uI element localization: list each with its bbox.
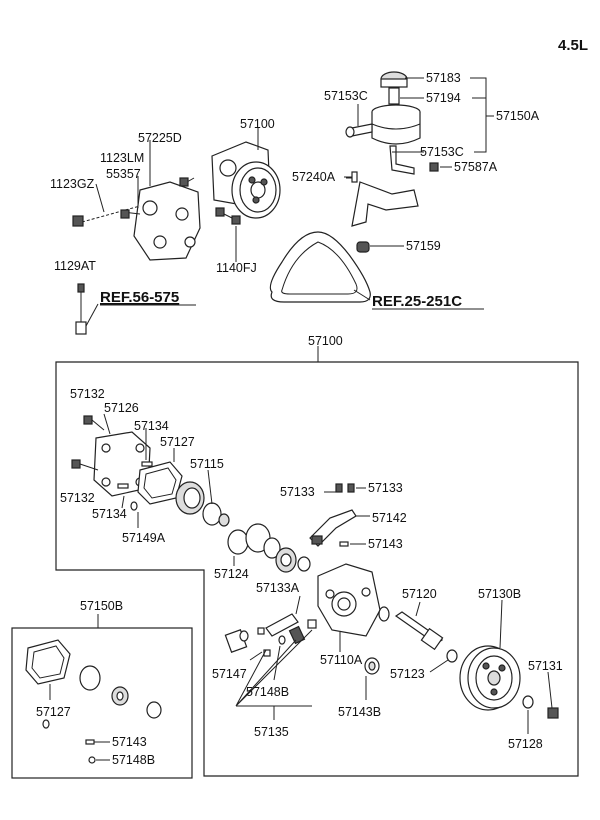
spacer[interactable] xyxy=(297,556,311,572)
label-57126[interactable]: 57126 xyxy=(104,401,139,415)
oring-57148b[interactable] xyxy=(278,635,286,645)
bolt-55357[interactable] xyxy=(120,209,141,219)
nut-57131[interactable] xyxy=(547,707,559,719)
reservoir-band xyxy=(371,123,421,130)
stud-1129at[interactable] xyxy=(75,283,87,335)
pump-body-57110a[interactable] xyxy=(317,563,381,637)
pump-bracket-57225d[interactable] xyxy=(133,181,201,261)
label-1129at[interactable]: 1129AT xyxy=(54,259,96,273)
label-57133-right[interactable]: 57133 xyxy=(368,481,403,495)
washer-57128[interactable] xyxy=(522,695,534,709)
ref-link-25-251c[interactable]: REF.25-251C xyxy=(372,293,462,310)
label-57143[interactable]: 57143 xyxy=(368,537,403,551)
grommet-57159[interactable] xyxy=(356,241,370,253)
bolt-57132-top[interactable] xyxy=(83,415,105,431)
label-57153c-bottom[interactable]: 57153C xyxy=(420,145,464,159)
spring-57135[interactable] xyxy=(288,625,306,645)
shaft-57120[interactable] xyxy=(394,611,444,651)
reservoir-filter-stem xyxy=(388,87,400,105)
oring-57149a[interactable] xyxy=(130,501,138,511)
kit-oring-large[interactable] xyxy=(79,665,101,691)
kit-seal[interactable] xyxy=(146,701,162,719)
label-kit-57148b[interactable]: 57148B xyxy=(112,753,155,767)
seal-57120[interactable] xyxy=(378,606,390,622)
label-57150b[interactable]: 57150B xyxy=(80,599,123,613)
oring-small[interactable] xyxy=(257,627,265,635)
connector-57147[interactable] xyxy=(224,629,249,653)
clamp-57587a[interactable] xyxy=(429,162,439,172)
label-57159[interactable]: 57159 xyxy=(406,239,441,253)
oring[interactable] xyxy=(263,537,281,559)
valve-57133a[interactable] xyxy=(265,613,299,637)
rotor-vanes-57115[interactable] xyxy=(202,502,249,555)
label-57150a[interactable]: 57150A xyxy=(496,109,540,123)
label-57132-top[interactable]: 57132 xyxy=(70,387,105,401)
reservoir-outlet-pipe xyxy=(389,145,415,175)
pin-57134-top[interactable] xyxy=(141,461,153,467)
label-57134-bottom[interactable]: 57134 xyxy=(92,507,127,521)
pin-57134-bottom[interactable] xyxy=(117,483,129,489)
repair-kit-box xyxy=(11,627,193,779)
label-57240a[interactable]: 57240A xyxy=(292,170,336,184)
label-57100-box[interactable]: 57100 xyxy=(308,334,343,348)
label-57147[interactable]: 57147 xyxy=(212,667,247,681)
label-57135[interactable]: 57135 xyxy=(254,725,289,739)
oring-57143[interactable] xyxy=(339,541,349,547)
label-55357[interactable]: 55357 xyxy=(106,167,141,181)
label-1123gz[interactable]: 1123GZ xyxy=(50,177,95,191)
label-57143b[interactable]: 57143B xyxy=(338,705,381,719)
reservoir-tank[interactable] xyxy=(371,112,421,145)
reservoir-bracket[interactable] xyxy=(351,181,419,227)
label-57115[interactable]: 57115 xyxy=(190,457,224,471)
label-57225d[interactable]: 57225D xyxy=(138,131,182,145)
label-57110a[interactable]: 57110A xyxy=(320,653,363,667)
fitting-57240a[interactable] xyxy=(351,171,358,183)
label-57131[interactable]: 57131 xyxy=(528,659,563,673)
label-57100-top[interactable]: 57100 xyxy=(240,117,275,131)
label-1140fj[interactable]: 1140FJ xyxy=(216,261,257,275)
bolt-1123lm[interactable] xyxy=(179,177,195,187)
kit-oring-small[interactable] xyxy=(42,719,50,729)
label-57142[interactable]: 57142 xyxy=(372,511,407,525)
label-57153c-top[interactable]: 57153C xyxy=(324,89,368,103)
bolt-1123gz[interactable] xyxy=(72,205,141,227)
label-57132-bottom[interactable]: 57132 xyxy=(60,491,95,505)
engine-version-label: 4.5L xyxy=(558,37,588,54)
label-57183[interactable]: 57183 xyxy=(426,71,461,85)
pulley-57130b[interactable] xyxy=(459,645,521,711)
label-57133a[interactable]: 57133A xyxy=(256,581,300,595)
label-57130b[interactable]: 57130B xyxy=(478,587,521,601)
kit-oring-57143[interactable] xyxy=(85,739,95,745)
reservoir-cap-body xyxy=(380,78,408,88)
label-57123[interactable]: 57123 xyxy=(390,667,425,681)
snap-ring-57123[interactable] xyxy=(446,649,458,663)
label-57134-top[interactable]: 57134 xyxy=(134,419,169,433)
pump-components-box xyxy=(55,361,579,777)
bolt-57132-bottom[interactable] xyxy=(71,459,99,471)
label-57194[interactable]: 57194 xyxy=(426,91,461,105)
ref-link-56-575[interactable]: REF.56-575 xyxy=(100,289,179,306)
label-57148b[interactable]: 57148B xyxy=(246,685,289,699)
label-57587a[interactable]: 57587A xyxy=(454,160,498,174)
label-1123lm[interactable]: 1123LM xyxy=(100,151,144,165)
plug[interactable] xyxy=(307,619,317,629)
reservoir-assembly[interactable] xyxy=(345,71,439,175)
reservoir-inlet-pipe xyxy=(351,123,373,137)
label-57133-left[interactable]: 57133 xyxy=(280,485,315,499)
label-kit-57127[interactable]: 57127 xyxy=(36,705,71,719)
kit-oring-57148b[interactable] xyxy=(88,756,96,764)
label-57124[interactable]: 57124 xyxy=(214,567,249,581)
fitting-57142[interactable] xyxy=(309,483,357,547)
bolt-1140fj[interactable] xyxy=(215,207,241,262)
label-57127[interactable]: 57127 xyxy=(160,435,195,449)
label-kit-57143[interactable]: 57143 xyxy=(112,735,147,749)
label-57120[interactable]: 57120 xyxy=(402,587,437,601)
label-57128[interactable]: 57128 xyxy=(508,737,543,751)
drive-belt[interactable] xyxy=(269,231,371,303)
label-57149a[interactable]: 57149A xyxy=(122,531,166,545)
reservoir-inlet-end xyxy=(345,126,355,138)
pump-assembly-top-57100[interactable] xyxy=(211,141,281,219)
